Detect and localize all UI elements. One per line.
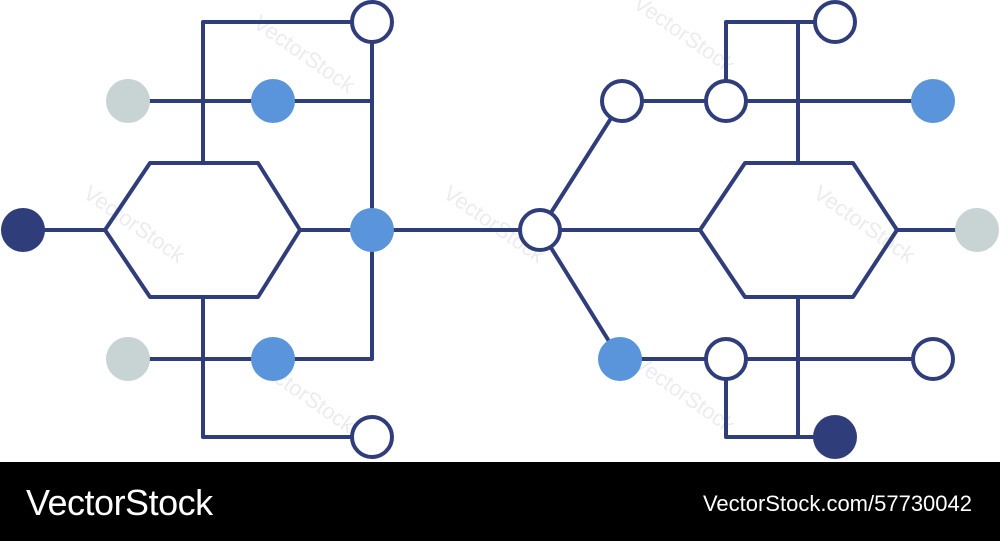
right-gray-end-node bbox=[955, 208, 999, 252]
image-id: VectorStock.com/57730042 bbox=[702, 491, 972, 516]
left-blue-node-bottom bbox=[251, 337, 295, 381]
right-fork-blue-node bbox=[598, 337, 642, 381]
right-top-open-node bbox=[813, 0, 857, 44]
right-junction-open-node-top bbox=[704, 79, 748, 123]
left-top-bracket bbox=[201, 20, 374, 232]
left-outer-gray-node-bottom bbox=[106, 337, 150, 381]
connector-lines bbox=[21, 20, 979, 439]
footer-bar: VectorStock VectorStock.com/57730042 bbox=[0, 462, 1000, 541]
left-bottom-bracket bbox=[201, 295, 374, 439]
right-navy-bottom-node bbox=[813, 415, 857, 459]
watermark-text: VectorStock bbox=[809, 180, 920, 268]
left-lower-branch bbox=[126, 228, 374, 361]
center-upper-fork bbox=[538, 99, 935, 232]
watermark-text: VectorStock bbox=[79, 180, 190, 268]
right-fork-open-node bbox=[600, 79, 644, 123]
center-open-node bbox=[518, 208, 562, 252]
left-bottom-open-node bbox=[350, 415, 394, 459]
watermark-text: VectorStock bbox=[629, 0, 740, 78]
left-hub-blue-node bbox=[350, 208, 394, 252]
left-top-open-node bbox=[350, 0, 394, 44]
right-blue-end-node bbox=[911, 79, 955, 123]
left-navy-end-node bbox=[1, 208, 45, 252]
left-outer-gray-node-top bbox=[106, 79, 150, 123]
node-circles bbox=[1, 0, 999, 459]
right-junction-open-node-bottom bbox=[704, 337, 748, 381]
left-blue-node-top bbox=[251, 79, 295, 123]
right-open-end-node bbox=[911, 337, 955, 381]
brand-logo-text: VectorStock bbox=[26, 482, 213, 523]
center-lower-fork bbox=[538, 228, 935, 361]
right-top-bracket bbox=[724, 20, 800, 165]
